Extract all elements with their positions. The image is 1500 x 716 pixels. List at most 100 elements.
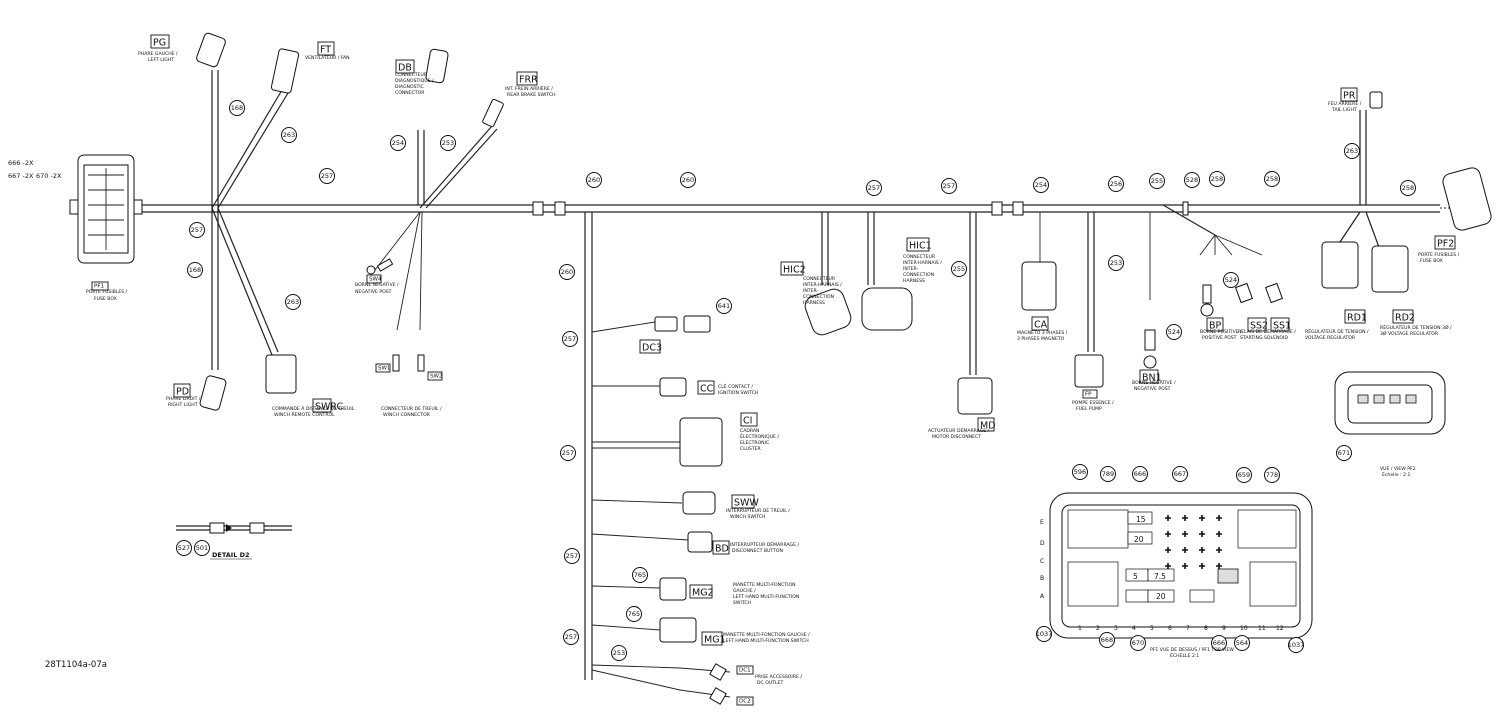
svg-text:8: 8 bbox=[1204, 625, 1208, 632]
svg-text:4: 4 bbox=[1132, 625, 1136, 632]
svg-text:12: 12 bbox=[1276, 625, 1284, 632]
svg-text:GAUCHE /: GAUCHE / bbox=[733, 588, 756, 594]
svg-text:ÉLECTRONIQUE /: ÉLECTRONIQUE / bbox=[740, 432, 779, 440]
callout-bubble: 256 bbox=[1108, 176, 1124, 192]
fusebox-axis-labels: E D C B A 1 2 3 4 5 6 7 8 9 10 11 12 15 … bbox=[1040, 515, 1284, 632]
svg-text:528: 528 bbox=[1186, 176, 1198, 184]
svg-text:HIC2: HIC2 bbox=[783, 265, 806, 276]
svg-text:168: 168 bbox=[189, 266, 201, 274]
svg-text:CONNECTEUR: CONNECTEUR bbox=[395, 72, 428, 78]
callout-bubble: 257 bbox=[563, 629, 579, 645]
callout-bubble: 668 bbox=[1099, 632, 1115, 648]
svg-text:PHARE DROIT /: PHARE DROIT / bbox=[166, 396, 201, 402]
svg-text:254: 254 bbox=[392, 139, 404, 147]
svg-text:DIAGNOSTIQUE /: DIAGNOSTIQUE / bbox=[395, 78, 434, 84]
svg-text:CONNECTEUR DE TREUIL /: CONNECTEUR DE TREUIL / bbox=[381, 406, 442, 412]
svg-text:DC1: DC1 bbox=[739, 668, 751, 674]
right-branches bbox=[821, 110, 1381, 375]
callout-bubble: 778 bbox=[1264, 467, 1280, 483]
callout-bubble: 1037 bbox=[1288, 637, 1304, 653]
tag-swrc: SWRC bbox=[312, 398, 344, 413]
tag-md: MD bbox=[977, 417, 996, 432]
callout-bubble: 257 bbox=[562, 331, 578, 347]
svg-text:6: 6 bbox=[1168, 625, 1172, 632]
callout-bubble: 257 bbox=[560, 445, 576, 461]
callout-bubble: 564 bbox=[1234, 635, 1250, 651]
tag-dc1: DC1 bbox=[736, 665, 754, 675]
svg-text:CI: CI bbox=[743, 416, 752, 427]
callout-bubble: 671 bbox=[1336, 445, 1352, 461]
figure-code: 28T1104a-07a bbox=[45, 660, 107, 670]
svg-text:FRR: FRR bbox=[519, 75, 538, 86]
svg-text:RELAIS DE DÉMARRAGE /: RELAIS DE DÉMARRAGE / bbox=[1238, 327, 1296, 335]
svg-text:INT. FREIN ARRIÈRE /: INT. FREIN ARRIÈRE / bbox=[505, 84, 553, 92]
callout-bubble: 527 bbox=[176, 540, 192, 556]
callout-bubble: 263 bbox=[1344, 143, 1360, 159]
svg-text:NEGATIVE POST: NEGATIVE POST bbox=[1134, 386, 1171, 392]
svg-text:MANETTE MULTI-FONCTION GAUCHE: MANETTE MULTI-FONCTION GAUCHE / bbox=[723, 632, 810, 638]
svg-text:10: 10 bbox=[1240, 625, 1248, 632]
svg-text:263: 263 bbox=[1346, 147, 1358, 155]
svg-text:FT: FT bbox=[320, 45, 331, 56]
svg-text:3Ø VOLTAGE REGULATOR: 3Ø VOLTAGE REGULATOR bbox=[1380, 330, 1439, 337]
callout-bubble: 168 bbox=[187, 262, 203, 278]
svg-text:RD2: RD2 bbox=[1395, 313, 1415, 324]
tag-mg2: MG2 bbox=[689, 584, 714, 599]
svg-text:20: 20 bbox=[1156, 592, 1166, 601]
callout-bubble: 257 bbox=[866, 180, 882, 196]
fuse-slot-mark bbox=[1165, 515, 1171, 521]
tag-ca: CA bbox=[1031, 316, 1049, 331]
svg-text:257: 257 bbox=[321, 172, 333, 180]
center-branch bbox=[584, 212, 731, 698]
svg-text:7: 7 bbox=[1186, 625, 1190, 632]
svg-text:PORTE FUSIBLES /: PORTE FUSIBLES / bbox=[86, 289, 128, 295]
svg-text:CLUSTER: CLUSTER bbox=[740, 446, 762, 452]
svg-text:263: 263 bbox=[283, 131, 295, 139]
fuse-slot-mark bbox=[1165, 531, 1171, 537]
svg-text:PD: PD bbox=[176, 387, 189, 398]
svg-text:765: 765 bbox=[634, 571, 646, 579]
svg-text:260: 260 bbox=[561, 268, 573, 276]
svg-text:SWITCH: SWITCH bbox=[733, 600, 751, 606]
svg-text:FP: FP bbox=[1085, 392, 1092, 398]
tag-dc2: DC2 bbox=[736, 696, 754, 706]
callout-bubble: 260 bbox=[559, 264, 575, 280]
svg-text:CADRAN: CADRAN bbox=[740, 428, 759, 434]
svg-text:258: 258 bbox=[1266, 175, 1278, 183]
svg-text:524: 524 bbox=[1168, 328, 1180, 336]
svg-text:257: 257 bbox=[564, 335, 576, 343]
tag-pg: PG bbox=[150, 34, 170, 49]
svg-text:LEFT HAND MULTI-FUNCTION SWITC: LEFT HAND MULTI-FUNCTION SWITCH bbox=[723, 638, 809, 644]
rd2-connector bbox=[1371, 245, 1409, 293]
svg-text:564: 564 bbox=[1236, 639, 1248, 647]
tag-sw1: SW1 bbox=[375, 363, 391, 373]
svg-text:SWW: SWW bbox=[734, 498, 759, 509]
svg-text:765: 765 bbox=[628, 610, 640, 618]
svg-text:B: B bbox=[1040, 575, 1044, 582]
svg-text:501: 501 bbox=[196, 544, 208, 552]
svg-text:MOTOR DISCONNECT: MOTOR DISCONNECT bbox=[932, 434, 981, 440]
callout-bubble: 257 bbox=[189, 222, 205, 238]
svg-text:INTERRUPTEUR DE TREUIL /: INTERRUPTEUR DE TREUIL / bbox=[726, 508, 790, 514]
callout-bubble: 789 bbox=[1100, 466, 1116, 482]
tag-bn1: BN1 bbox=[1139, 369, 1162, 384]
frr-connector bbox=[482, 98, 504, 128]
svg-text:263: 263 bbox=[287, 298, 299, 306]
svg-text:COMMANDE À DISTANCE DE TREUIL: COMMANDE À DISTANCE DE TREUIL bbox=[272, 405, 355, 412]
svg-text:CONNECTION: CONNECTION bbox=[903, 272, 934, 278]
svg-text:253: 253 bbox=[613, 649, 625, 657]
callout-bubble: 253 bbox=[440, 135, 456, 151]
svg-text:CONNECTEUR: CONNECTEUR bbox=[903, 254, 936, 260]
svg-text:256: 256 bbox=[1110, 180, 1122, 188]
svg-text:INTER-: INTER- bbox=[903, 266, 919, 272]
tag-pr: PR bbox=[1340, 87, 1358, 102]
svg-text:INTER-HARNAIS /: INTER-HARNAIS / bbox=[803, 282, 842, 288]
svg-text:5: 5 bbox=[1133, 572, 1138, 581]
ci-connector bbox=[679, 417, 723, 467]
tag-rd2: RD2 bbox=[1392, 309, 1415, 324]
svg-text:257: 257 bbox=[566, 552, 578, 560]
svg-text:HARNESS: HARNESS bbox=[803, 300, 825, 306]
svg-text:PF2: PF2 bbox=[1437, 239, 1454, 250]
svg-text:HIC1: HIC1 bbox=[909, 241, 932, 252]
svg-text:SW4: SW4 bbox=[369, 277, 382, 283]
